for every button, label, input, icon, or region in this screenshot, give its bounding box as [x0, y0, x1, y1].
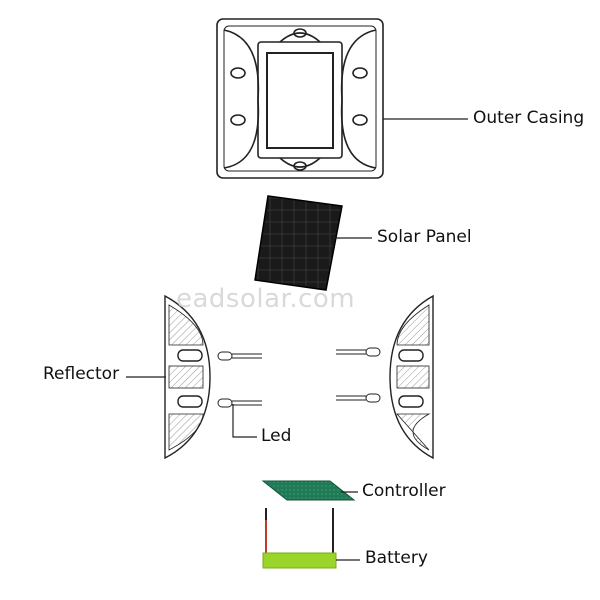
- battery-label: Battery: [365, 548, 428, 568]
- led-label: Led: [261, 426, 292, 446]
- led-right-top: [336, 347, 381, 357]
- controller-board: [261, 480, 356, 501]
- reflector-label: Reflector: [43, 364, 120, 384]
- led-leader: [232, 404, 257, 438]
- watermark-text: eadsolar.com: [176, 284, 356, 314]
- outer-casing-label: Outer Casing: [473, 108, 585, 128]
- battery: [262, 552, 337, 569]
- controller-label: Controller: [362, 481, 446, 501]
- led-left-top: [217, 351, 262, 361]
- wires: [265, 508, 334, 553]
- led-right-bottom: [336, 393, 381, 403]
- outer-casing: [216, 18, 384, 179]
- led-left-bottom: [217, 398, 262, 408]
- right-reflector: [389, 294, 434, 460]
- solar-panel: [254, 195, 343, 291]
- solar-panel-label: Solar Panel: [377, 227, 472, 247]
- left-reflector: [164, 294, 211, 460]
